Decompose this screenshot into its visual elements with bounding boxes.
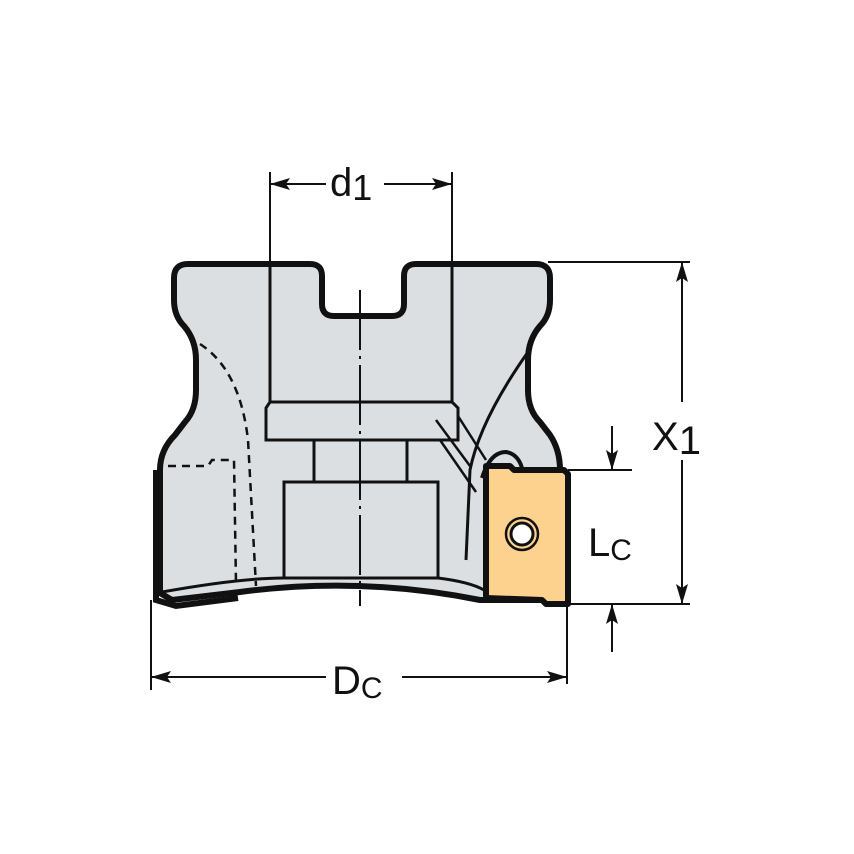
lc-label: LC (588, 521, 632, 567)
x1-arrowhead-bottom (676, 584, 688, 604)
flute-line-2 (438, 439, 478, 493)
hidden-channel-inner (168, 458, 238, 585)
dimension-x1: X1 (548, 261, 701, 605)
cutter-body (153, 261, 563, 610)
d1-label: d1 (330, 161, 372, 208)
insert-screw-outer (504, 516, 540, 552)
flute-line-1 (434, 419, 472, 467)
left-cutting-edge (153, 470, 239, 610)
bottom-face-curve (161, 576, 485, 594)
lc-arrowhead-top (606, 450, 618, 470)
x1-label: X1 (652, 415, 701, 463)
insert-screw-inner (509, 521, 535, 547)
cutting-insert (483, 463, 571, 607)
x1-arrowhead-top (676, 262, 688, 282)
chip-flute-curve (464, 351, 530, 561)
dc-arrowhead-right (547, 671, 567, 683)
dc-label: DC (332, 659, 383, 705)
d1-arrowhead-right (432, 178, 452, 190)
flute-line-3 (456, 415, 488, 461)
counterbore (264, 400, 460, 442)
dimension-dc: DC (150, 600, 568, 705)
dimension-d1: d1 (269, 161, 453, 264)
lc-arrowhead-bottom (606, 604, 618, 624)
dimension-lc: LC (568, 426, 632, 652)
d1-arrowhead-left (270, 178, 290, 190)
dc-arrowhead-left (151, 671, 171, 683)
